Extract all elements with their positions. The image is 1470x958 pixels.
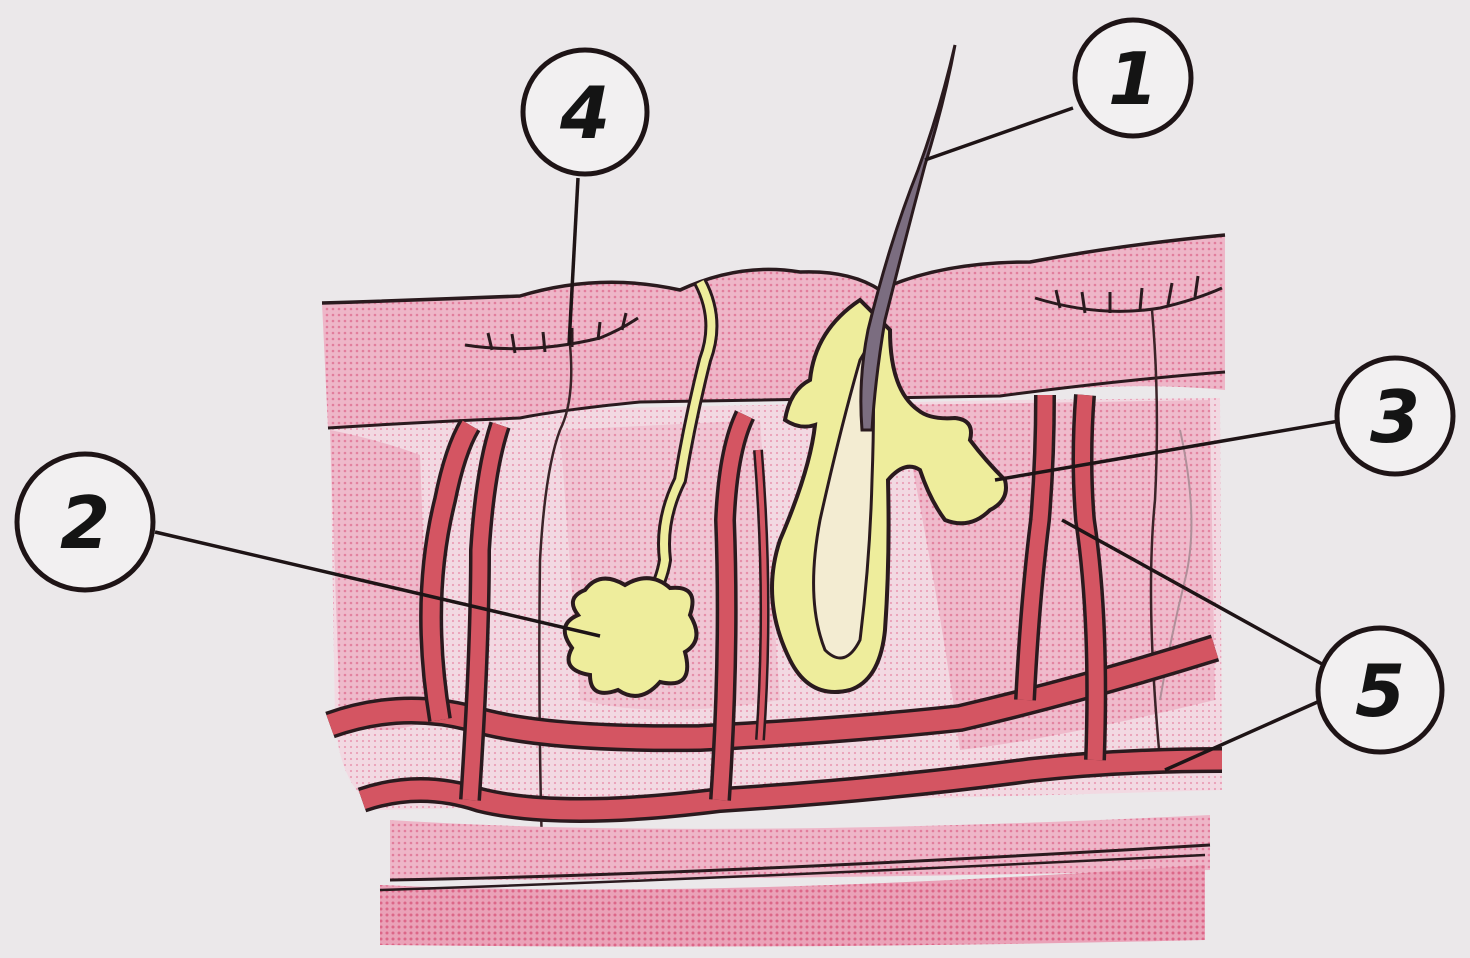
dermis-shade-left	[330, 430, 430, 730]
callout-2: 2	[17, 454, 153, 590]
callout-3-label: 3	[1370, 375, 1420, 459]
callout-1: 1	[1075, 20, 1191, 136]
callout-1-label: 1	[1108, 37, 1158, 121]
callout-5-label: 5	[1355, 649, 1405, 733]
callout-5: 5	[1318, 628, 1442, 752]
callout-3: 3	[1337, 358, 1453, 474]
callout-4-label: 4	[559, 71, 610, 155]
subcutaneous-band-1	[390, 815, 1210, 880]
callout-2-label: 2	[60, 481, 110, 565]
callout-4: 4	[523, 50, 647, 174]
